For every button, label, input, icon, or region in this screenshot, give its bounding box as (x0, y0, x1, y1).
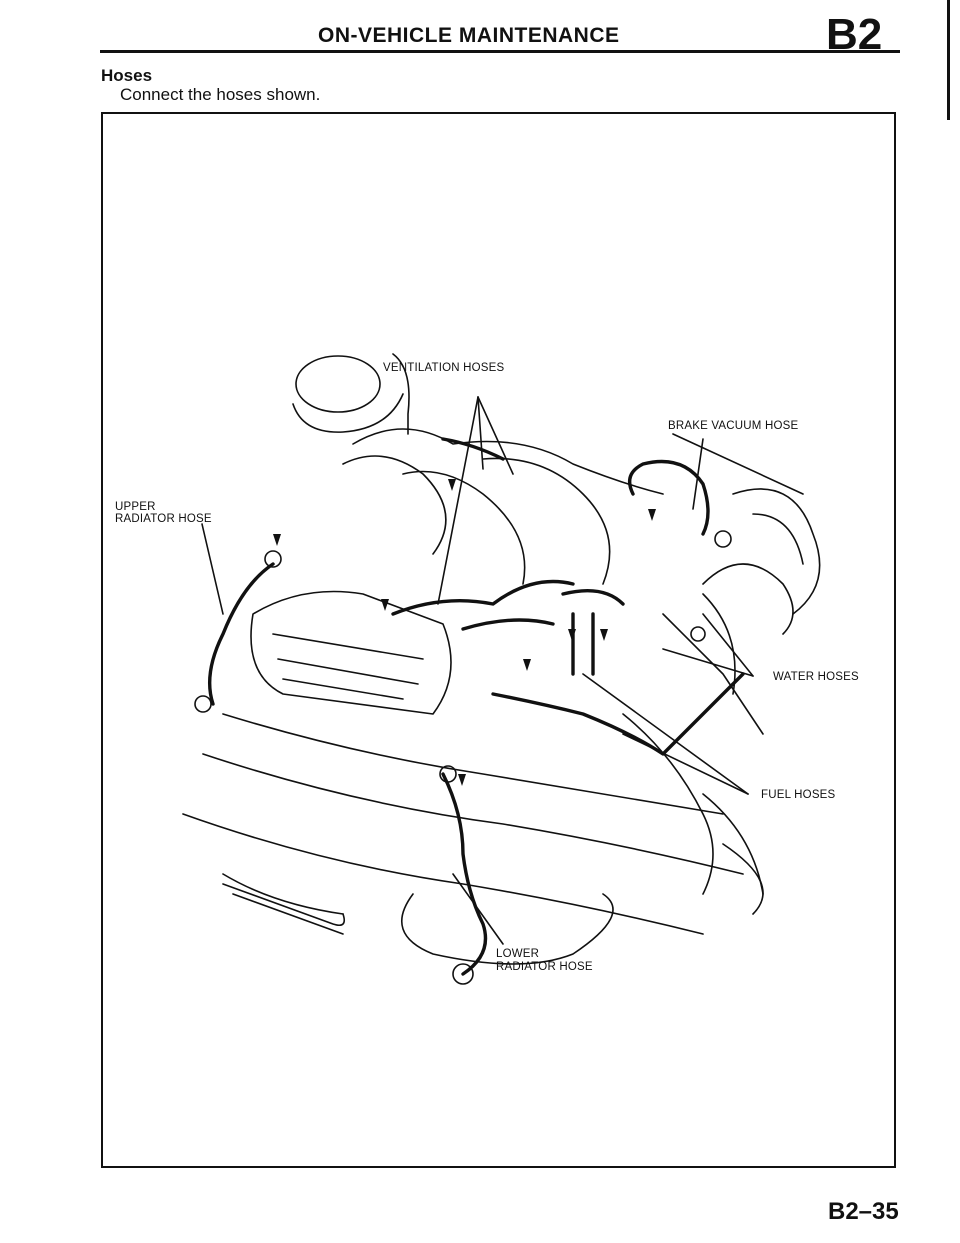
lower-radiator-hose (441, 772, 488, 976)
air-cleaner-cap (295, 355, 381, 413)
oil-pan (401, 893, 614, 965)
label-brake-vacuum-hose: BRAKE VACUUM HOSE (668, 420, 799, 432)
valve-cover (250, 590, 452, 715)
label-ventilation-hoses: VENTILATION HOSES (383, 362, 505, 374)
section-instruction: Connect the hoses shown. (120, 85, 321, 104)
ventilation-hose-1 (391, 579, 575, 616)
label-lower-radiator-hose-line2: RADIATOR HOSE (496, 961, 593, 973)
page-number: B2–35 (828, 1198, 899, 1225)
upper-radiator-hose (207, 562, 275, 706)
intake-manifold (352, 428, 664, 495)
label-upper-radiator-hose-line2: RADIATOR HOSE (115, 513, 212, 525)
page-header-title: ON-VEHICLE MAINTENANCE (318, 24, 620, 47)
margin-divider (947, 0, 950, 120)
engine-block-edge (222, 713, 724, 815)
engine-hose-diagram: VENTILATION HOSES BRAKE VACUUM HOSE UPPE… (101, 112, 896, 1168)
ventilation-hose-2 (441, 437, 505, 461)
brake-booster (732, 488, 821, 615)
label-water-hoses: WATER HOSES (773, 671, 859, 683)
label-lower-radiator-hose-line1: LOWER (496, 948, 540, 960)
engine-illustration (182, 353, 821, 985)
section-heading: Hoses (101, 66, 153, 85)
water-hose (491, 672, 745, 756)
label-fuel-hoses: FUEL HOSES (761, 789, 836, 801)
label-upper-radiator-hose-line1: UPPER (115, 501, 156, 513)
brake-vacuum-hose (628, 459, 710, 536)
header-divider (100, 50, 900, 53)
